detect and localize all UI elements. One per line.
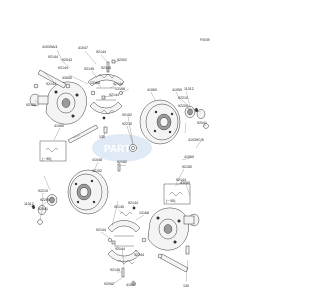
part-label-92144: 92144 [134,253,144,257]
part-label-41060: 41060 [184,155,194,159]
part-label-92150: 92150 [182,165,192,169]
part-label-92150: 92150 [26,103,36,107]
part-label-92200: 92200 [40,198,50,202]
part-label-92210: 92210 [38,189,48,193]
part-label-92145: 92145 [114,205,124,209]
rod-upper [67,124,108,144]
part-label-92210: 92210 [178,96,188,100]
cam-shaft-lower [183,213,200,255]
part-label-41060: 41060 [54,124,64,128]
part-label-41047: 41047 [78,46,88,50]
part-label-92144: 92144 [109,93,119,97]
spring-upper [97,74,115,114]
part-label-92041: 92041 [197,121,207,125]
part-label-41060: 41060 [147,88,157,92]
svg-text:PARTS: PARTS [104,144,137,155]
part-label-92043: 92043 [62,58,72,62]
part-label-41047: 41047 [126,283,136,287]
spring-box-lower [163,183,191,205]
part-label-92152: 92152 [92,169,102,173]
box-note: (~ 95) [166,199,176,203]
part-label-43050: 43050 [180,181,190,185]
part-label-41048: 41048 [92,158,102,162]
washer-center [117,144,137,172]
brake-drum-upper [139,99,181,145]
part-label-92144: 92144 [176,178,186,182]
part-label-92002: 92002 [117,58,127,62]
part-label-92145: 92145 [84,67,94,71]
part-label-92002: 92002 [104,282,114,286]
brake-shoe-lower [107,220,141,262]
exploded-parts-diagram: F0039 PARTS [24,38,210,288]
part-label-92144: 92144 [96,228,106,232]
part-label-92144: 92144 [96,50,106,54]
part-label-41039a: 41039A/4 [42,45,57,49]
part-label-43050: 43050 [62,76,72,80]
lever-upper [37,69,71,89]
part-label-92145: 92145 [101,66,111,70]
box-note: (~ 95) [42,157,52,161]
brake-shoe-upper [87,74,125,114]
watermark-logo: PARTS [92,134,152,162]
part-label-92152: 92152 [117,160,127,164]
part-label-92144: 92144 [46,82,56,86]
part-labels: 41039A/4 92144 41047 92144 92002 92043 9… [24,45,207,288]
part-label-130: 130 [183,284,189,288]
part-label-92145: 92145 [110,268,120,272]
leader-lines [28,49,207,286]
part-label-92144: 92144 [58,66,68,70]
part-label-92144: 92144 [48,55,58,59]
part-label-11012: 11012 [24,202,34,206]
hub-cap-lower [31,194,58,225]
diagram-code: F0039 [200,38,210,42]
part-label-92041: 92041 [38,207,48,211]
part-label-92144: 92144 [115,247,125,251]
brake-backing-plate-upper [45,81,87,125]
part-label-11012: 11012 [184,87,194,91]
part-label-13168: 13168 [90,81,100,85]
part-label-92152: 92152 [122,113,132,117]
part-label-92200: 92200 [178,104,188,108]
hub-cap-upper [184,106,209,129]
part-label-92144: 92144 [128,201,138,205]
part-label-13168: 13168 [139,211,149,215]
lever-lower [157,253,189,273]
part-label-130: 130 [99,135,105,139]
spring-box-upper [39,140,67,162]
pin-clip-lower [108,206,147,286]
part-label-92210: 92210 [122,122,132,126]
brake-drum-lower [67,169,109,215]
part-label-13168: 13168 [115,87,125,91]
part-label-92144: 92144 [113,82,123,86]
part-label-41039c: 41039C/8 [188,138,204,142]
part-label-41059: 41059 [172,88,182,92]
brake-backing-plate-lower [147,207,189,251]
